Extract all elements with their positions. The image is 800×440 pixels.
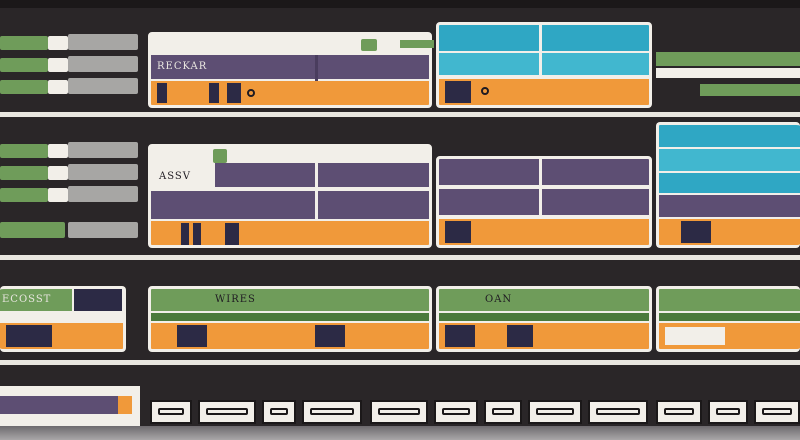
divider [539, 25, 542, 105]
rack-shelf-3 [0, 360, 800, 365]
drive-bay [68, 56, 138, 72]
drive-slot [445, 81, 471, 103]
drive-bay [0, 58, 48, 72]
bottom-tab [484, 400, 522, 424]
bottom-tab [528, 400, 582, 424]
server-unit-bottom-right [656, 286, 800, 352]
drive-slot [181, 223, 189, 245]
bottom-tab [262, 400, 296, 424]
server-unit-ecosst: ECOSST [0, 286, 126, 352]
drive-bay [48, 58, 68, 72]
drive-bay [48, 80, 68, 94]
status-led [213, 149, 227, 163]
drive-bay [48, 144, 68, 158]
unit-label: WIRES [215, 294, 256, 305]
server-unit-wires: WIRES [148, 286, 432, 352]
bottom-tab [754, 400, 800, 424]
drive-bay [68, 142, 138, 158]
drive-bay [48, 166, 68, 180]
drive-slot [157, 83, 167, 103]
bottom-tab [150, 400, 192, 424]
rack-shelf-2 [0, 255, 800, 260]
rail [400, 40, 434, 48]
panel [118, 396, 132, 414]
drive-bay [0, 144, 48, 158]
drive-bay [68, 34, 138, 50]
unit-label: ECOSST [2, 294, 52, 305]
drive-bay [48, 188, 68, 202]
drive-slot [507, 325, 533, 347]
panel [215, 163, 429, 187]
bottom-tab [198, 400, 256, 424]
bottom-tab [434, 400, 478, 424]
panel [74, 289, 122, 311]
rack-top-bar [0, 0, 800, 8]
panel [0, 396, 118, 414]
divider [539, 159, 542, 245]
knob [481, 87, 489, 95]
drive-slot [445, 325, 475, 347]
panel [665, 327, 725, 345]
drive-bay [0, 80, 48, 94]
bottom-tab [370, 400, 428, 424]
unit-label: OAN [485, 294, 513, 305]
drive-bay [0, 36, 48, 50]
rail [656, 68, 800, 78]
server-unit-reckar: RECKAR [148, 32, 432, 108]
divider [315, 163, 318, 245]
drive-slot [6, 325, 52, 347]
divider [315, 55, 318, 105]
drive-bay [0, 222, 65, 238]
drive-bay [48, 36, 68, 50]
bottom-tab [656, 400, 702, 424]
server-unit-assv: ASSV [148, 144, 432, 248]
drive-slot [225, 223, 239, 245]
rail [700, 84, 800, 96]
server-unit-mid-right [436, 156, 652, 248]
drive-bay [0, 188, 48, 202]
panel [151, 191, 429, 219]
drive-bay [68, 164, 138, 180]
rail [656, 52, 800, 66]
server-unit-teal [436, 22, 652, 108]
drive-slot [315, 325, 345, 347]
unit-label: ASSV [159, 171, 191, 182]
bottom-tab [708, 400, 748, 424]
rack-shelf-1 [0, 112, 800, 117]
bottom-tab [588, 400, 648, 424]
drive-slot [193, 223, 201, 245]
drive-bay [68, 222, 138, 238]
drive-slot [227, 83, 241, 103]
unit-label: RECKAR [157, 61, 208, 72]
server-unit-oan: OAN [436, 286, 652, 352]
status-led [361, 39, 377, 51]
server-unit-teal-right [656, 122, 800, 248]
drive-bay [68, 78, 138, 94]
floor [0, 426, 800, 440]
drive-slot [681, 221, 711, 243]
knob [247, 89, 255, 97]
drive-slot [177, 325, 207, 347]
drive-slot [209, 83, 219, 103]
drive-bay [0, 166, 48, 180]
drive-slot [445, 221, 471, 243]
drive-bay [68, 186, 138, 202]
bottom-tab [302, 400, 362, 424]
